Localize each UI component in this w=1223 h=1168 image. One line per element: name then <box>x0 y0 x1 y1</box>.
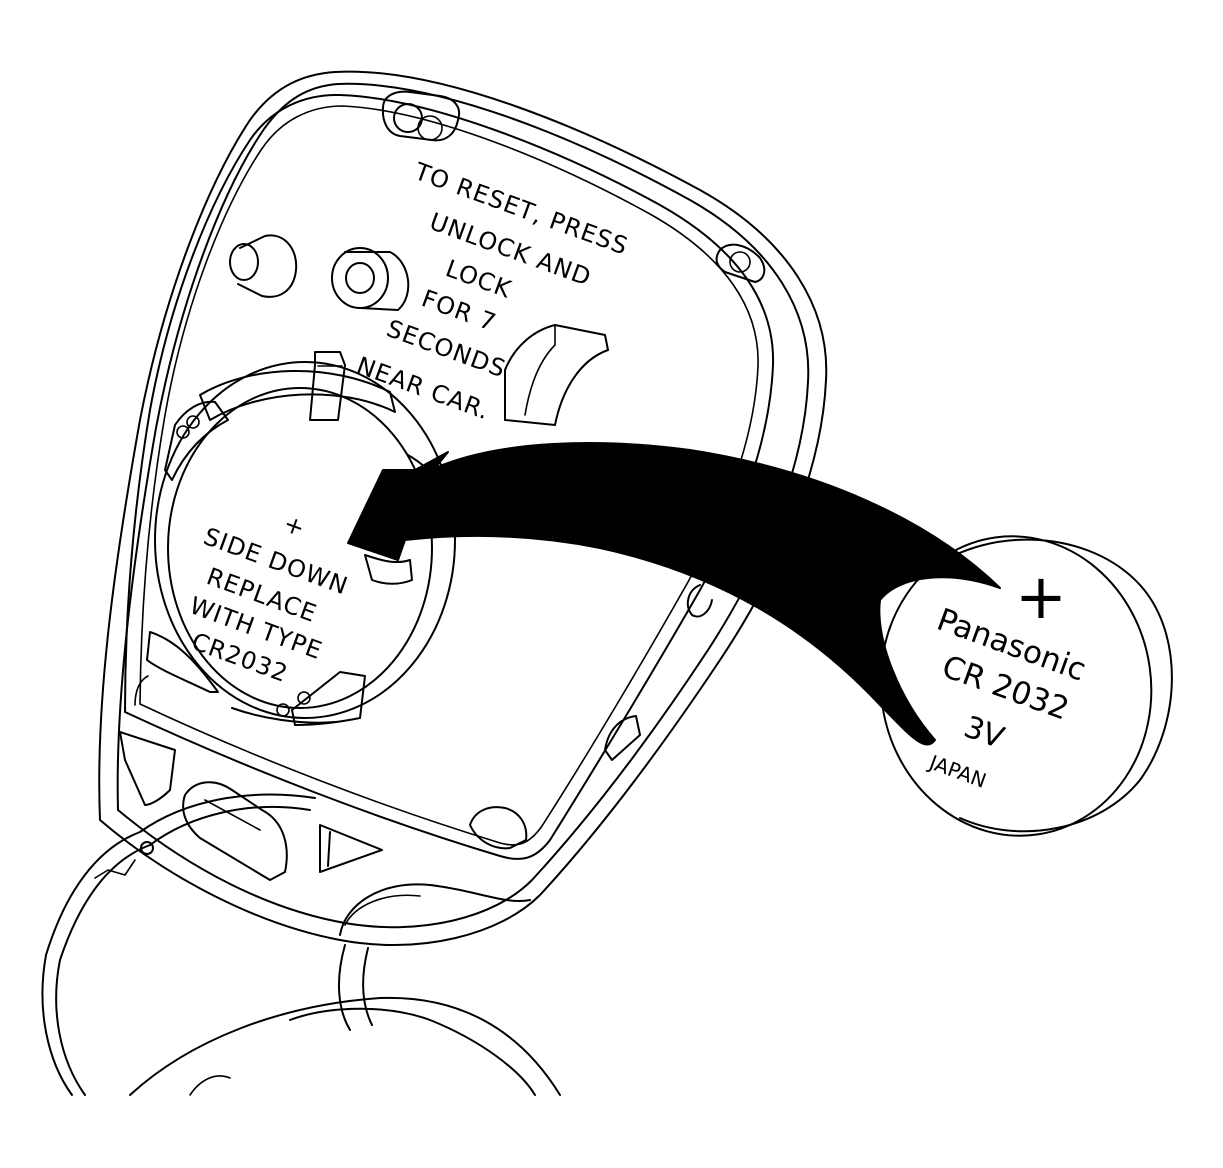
slot-instructions: + SIDE DOWN REPLACE WITH TYPE CR2032 <box>186 509 352 688</box>
fob-housing <box>98 70 828 946</box>
battery-holder <box>146 351 456 726</box>
reset-instructions: TO RESET, PRESS UNLOCK AND LOCK FOR 7 SE… <box>353 157 632 425</box>
slot-plus-sign: + <box>280 509 309 543</box>
battery-polarity-sign: + <box>1015 560 1067 633</box>
battery-voltage: 3V <box>959 710 1009 757</box>
button-cutouts <box>119 731 531 936</box>
curved-insert-arrow-icon <box>347 442 1001 746</box>
key-ring <box>41 793 316 1096</box>
cavity-posts <box>229 90 766 850</box>
fob-lower-body <box>129 944 561 1096</box>
battery-origin: JAPAN <box>924 749 989 792</box>
